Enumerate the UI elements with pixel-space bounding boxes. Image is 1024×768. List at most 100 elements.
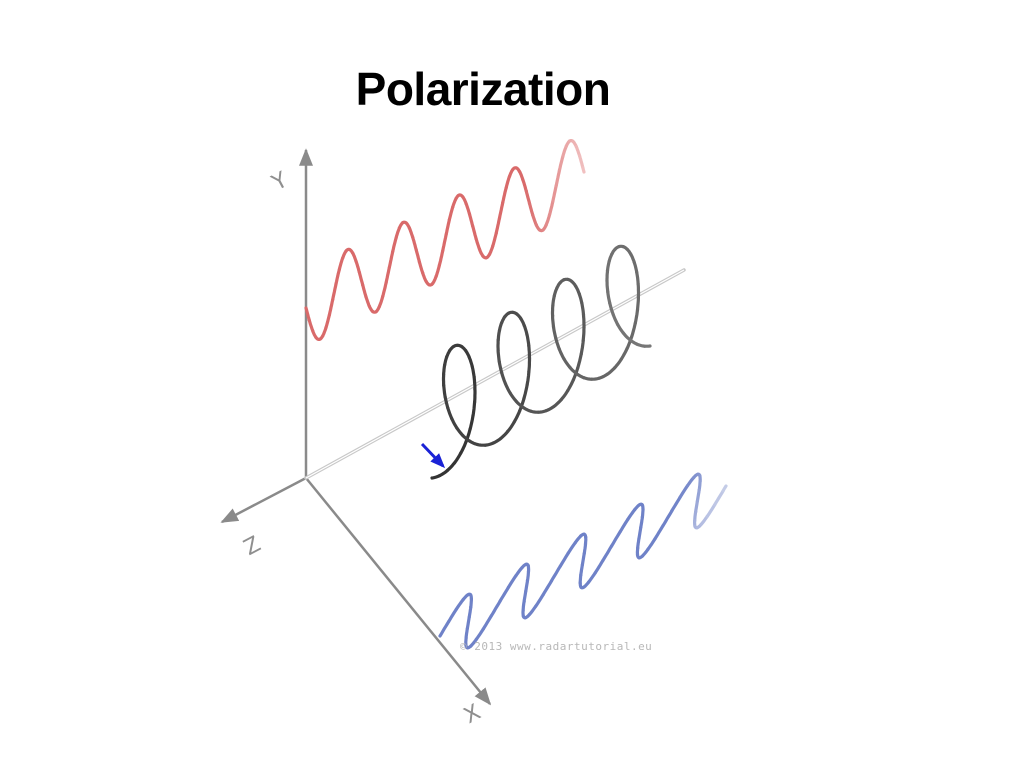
horizontal-wave-segment: [469, 637, 478, 648]
circular-wave-segment: [630, 321, 637, 339]
vertical-wave-segment: [524, 189, 532, 205]
vertical-wave-segment: [497, 200, 505, 220]
horizontal-wave-segment: [587, 571, 597, 584]
circular-wave-segment: [471, 400, 477, 418]
horizontal-wave-segment: [697, 479, 702, 492]
horizontal-wave-segment: [639, 515, 644, 529]
vertical-wave-segment: [387, 250, 395, 269]
vertical-wave-segment: [391, 236, 398, 254]
vertical-wave-segment: [527, 201, 535, 217]
circular-wave-segment: [580, 301, 586, 317]
vertical-wave-segment: [447, 205, 455, 222]
vertical-wave: [304, 139, 586, 341]
horizontal-wave-segment: [481, 614, 493, 631]
horizontal-wave-segment: [579, 563, 584, 577]
circular-wave-segment: [551, 325, 558, 340]
circular-wave-segment: [554, 336, 561, 351]
circular-wave-segment: [616, 322, 625, 335]
vertical-wave-segment: [487, 244, 495, 256]
vertical-wave-segment: [377, 294, 385, 309]
vertical-wave-segment: [441, 233, 448, 253]
circular-wave-segment: [527, 356, 532, 373]
vertical-wave-segment: [417, 260, 425, 275]
circular-wave-segment: [605, 259, 611, 273]
field-vector-arrow: [420, 442, 446, 469]
horizontal-wave-segment: [626, 508, 637, 521]
vertical-wave-segment: [557, 154, 565, 172]
circular-wave-segment: [551, 314, 556, 329]
horizontal-wave-segment: [489, 599, 502, 618]
horizontal-wave-segment: [524, 578, 530, 593]
circular-wave-segment: [446, 406, 454, 421]
circular-wave-segment: [497, 360, 504, 375]
circular-wave-segment: [503, 382, 512, 395]
horizontal-wave-segment: [661, 509, 674, 528]
circular-wave-segment: [496, 348, 501, 364]
vertical-wave-segment: [434, 263, 441, 278]
circular-wave-segment: [438, 468, 449, 478]
circular-wave-segment: [506, 420, 516, 433]
horizontal-wave-segment: [467, 605, 473, 619]
horizontal-wave-segment: [558, 551, 570, 568]
circular-wave-segment: [442, 363, 447, 377]
circular-wave-segment: [512, 409, 522, 424]
vertical-wave-segment: [464, 202, 472, 216]
vertical-wave-segment: [491, 231, 498, 248]
y-axis-label: Y: [267, 167, 292, 196]
vertical-wave-segment: [517, 169, 525, 182]
horizontal-wave-segment: [506, 574, 518, 589]
vertical-wave-segment: [324, 313, 331, 330]
horizontal-wave-segment: [699, 514, 709, 526]
vertical-wave-segment: [551, 184, 558, 203]
circular-wave-segment: [605, 268, 610, 283]
vertical-wave-segment: [321, 325, 328, 338]
horizontal-wave: [438, 472, 728, 650]
horizontal-wave-segment: [566, 540, 577, 555]
circular-wave-segment: [443, 395, 450, 410]
circular-wave-segment: [633, 308, 640, 326]
vertical-wave-segment: [384, 265, 391, 285]
circular-wave-segment: [551, 294, 556, 307]
circular-wave-segment: [635, 270, 640, 286]
vertical-wave-segment: [331, 282, 338, 302]
propagation-axis-core: [305, 269, 685, 479]
circular-wave-segment: [557, 347, 566, 361]
vertical-wave-segment: [521, 178, 528, 193]
vertical-wave-segment: [444, 217, 451, 237]
circular-wave-segment: [576, 352, 583, 370]
horizontal-wave-segment: [438, 620, 451, 638]
horizontal-wave-segment: [670, 495, 682, 513]
horizontal-wave-segment: [593, 558, 605, 575]
horizontal-wave-segment: [601, 544, 614, 562]
circular-wave-segment: [450, 416, 459, 430]
vertical-wave-segment: [471, 224, 478, 241]
circular-wave-segment: [579, 339, 585, 356]
circular-wave-segment: [552, 398, 563, 408]
vertical-wave-segment: [304, 306, 311, 322]
circular-wave-segment: [470, 364, 476, 379]
circular-wave-segment: [525, 369, 531, 387]
horizontal-wave-segment: [522, 589, 528, 604]
horizontal-wave-segment: [454, 598, 465, 611]
horizontal-wave-segment: [646, 537, 657, 552]
vertical-wave-segment: [574, 144, 582, 158]
vertical-wave-segment: [307, 318, 315, 333]
vertical-wave-segment: [354, 259, 361, 274]
circular-wave-segment: [581, 313, 586, 329]
circular-wave-segment: [611, 312, 620, 326]
horizontal-wave-segment: [610, 530, 622, 548]
vertical-wave-segment: [351, 251, 358, 263]
circular-wave-segment: [455, 426, 465, 438]
horizontal-wave-segment: [640, 547, 650, 558]
circular-wave-segment: [605, 279, 610, 294]
vertical-wave-segment: [357, 270, 365, 287]
circular-wave-segment: [459, 440, 468, 455]
circular-wave: [430, 244, 652, 480]
circular-wave-segment: [581, 325, 586, 343]
vertical-wave-segment: [581, 166, 586, 174]
circular-wave-segment: [612, 357, 623, 370]
vertical-wave-segment: [414, 247, 421, 264]
horizontal-wave-segment: [498, 585, 511, 603]
